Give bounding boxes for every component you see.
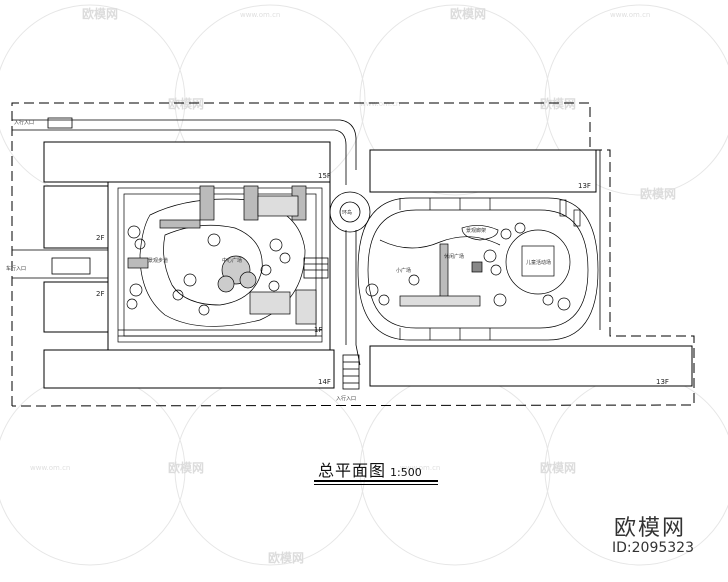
floor-label-right-bottom: 13F (656, 378, 669, 386)
buildings-right (369, 149, 693, 387)
watermark-text: 欧模网 (540, 460, 576, 475)
roundabout-label: 环岛 (342, 209, 352, 216)
watermark-text: 欧模网 (640, 186, 676, 201)
entrance-label-north: 入行入口 (14, 119, 34, 126)
buildings-left (43, 141, 335, 389)
entrance-label-west: 车行入口 (6, 265, 26, 272)
title-underline-thin (314, 484, 438, 485)
connector-walkway (303, 191, 371, 279)
area-label-right-b: 景观廊架 (466, 227, 486, 234)
plan-title-text: 总平面图 (318, 461, 387, 480)
floor-label-left-west-a: 2F (96, 234, 104, 242)
site-boundary (11, 102, 695, 407)
watermark-url: www.om.cn (610, 11, 650, 19)
watermark-url: www.om.cn (400, 464, 440, 472)
area-label-right-d: 小广场 (396, 267, 411, 274)
entrance-markers (47, 117, 360, 390)
title-underline-thick (314, 480, 438, 482)
watermark-text: 欧模网 (82, 6, 118, 21)
watermark-url: www.om.cn (30, 464, 70, 472)
road-network (12, 119, 601, 366)
courtyard-right (357, 197, 599, 341)
area-label-right-a: 休闲广场 (444, 253, 464, 260)
area-label-right-c: 儿童活动场 (526, 259, 551, 266)
watermark-text: 欧模网 (168, 460, 204, 475)
watermark-text: 欧模网 (268, 550, 304, 565)
courtyard-left (117, 185, 323, 343)
entrance-label-south: 入行入口 (336, 395, 356, 402)
watermark-url: www.om.cn (240, 11, 280, 19)
watermark-text: 欧模网 (168, 96, 204, 111)
floor-label-left-west-b: 2F (96, 290, 104, 298)
area-label-left-center: 中心广场 (222, 257, 242, 264)
plan-scale: 1:500 (390, 466, 422, 479)
brand-logo-text: 欧模网 (614, 516, 687, 541)
floor-label-right-top: 13F (578, 182, 591, 190)
watermark-text: 欧模网 (450, 6, 486, 21)
floor-label-left-top: 15F (318, 172, 331, 180)
floor-label-left-bottom: 14F (318, 378, 331, 386)
area-label-left-path: 景观步道 (148, 257, 168, 264)
watermark-url: www.om.cn (360, 100, 400, 108)
brand-id: ID:2095323 (612, 540, 694, 556)
